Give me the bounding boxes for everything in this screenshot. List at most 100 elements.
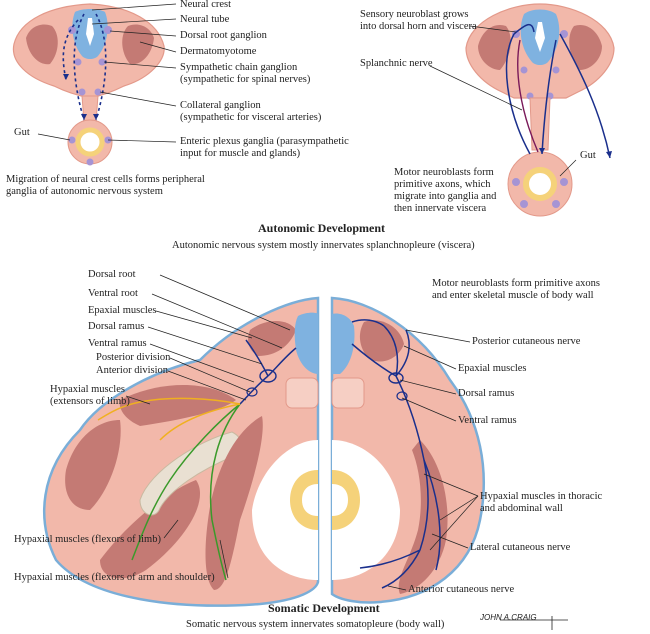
- label-hypaxial-thoracic-1: Hypaxial muscles in thoracic: [480, 491, 603, 502]
- label-neural-crest: Neural crest: [180, 0, 232, 10]
- label-hypaxial-flexors-limb: Hypaxial muscles (flexors of limb): [14, 534, 161, 545]
- label-hypaxial-extensors-1: Hypaxial muscles: [50, 384, 125, 395]
- gut-ring-left: [75, 127, 105, 157]
- ganglion: [98, 58, 106, 66]
- limb-muscle-upper: [119, 385, 236, 426]
- label-enteric-plexus: Enteric plexus ganglia (parasympathetic: [180, 136, 349, 147]
- ventral-ramus-ring: [396, 391, 408, 401]
- ganglion: [74, 58, 82, 66]
- label-hypaxial-thoracic-2: and abdominal wall: [480, 503, 563, 514]
- label-motor-axons-2: and enter skeletal muscle of body wall: [432, 290, 594, 301]
- ganglion: [520, 200, 528, 208]
- muscle-right: [569, 24, 602, 70]
- label-splanchnic-nerve: Splanchnic nerve: [360, 58, 433, 69]
- label-sympathetic-chain-ganglion: Sympathetic chain ganglion: [180, 62, 298, 73]
- label-sensory-neuroblast-1: Sensory neuroblast grows: [360, 9, 469, 20]
- ganglion: [104, 26, 112, 34]
- mesentery-right: [529, 97, 551, 151]
- arrow-heads-right: [539, 148, 612, 158]
- label-epaxial-muscles-right: Epaxial muscles: [458, 363, 527, 374]
- label-hypaxial-flexors-arm: Hypaxial muscles (flexors of arm and sho…: [14, 572, 215, 583]
- label-enteric-plexus-2: input for muscle and glands): [180, 148, 301, 159]
- ramus-ring: [246, 387, 258, 397]
- ganglion: [560, 178, 568, 186]
- label-gut-left: Gut: [14, 127, 30, 138]
- coelom-right: [332, 440, 400, 580]
- label-dermatomyotome: Dermatomyotome: [180, 46, 257, 57]
- somatic-right-half: [330, 296, 485, 604]
- label-ventral-ramus-right: Ventral ramus: [458, 415, 517, 426]
- limb-muscle-left: [65, 420, 121, 510]
- label-hypaxial-extensors-2: (extensors of limb): [50, 396, 130, 407]
- epaxial-muscle-left: [248, 321, 296, 356]
- label-collateral-ganglion: Collateral ganglion: [180, 100, 261, 111]
- label-neural-tube: Neural tube: [180, 14, 230, 25]
- leader-lines-bottom-right: [387, 329, 479, 591]
- leader-lines-bottom-left: [125, 274, 291, 579]
- ganglion: [560, 30, 568, 38]
- ganglion: [68, 26, 76, 34]
- muscle-left: [478, 24, 511, 70]
- label-dorsal-ramus-right: Dorsal ramus: [458, 388, 515, 399]
- leader-lines-top-right: [429, 25, 577, 177]
- neural-tube-somatic-right: [332, 313, 355, 374]
- caption-motor-4: then innervate viscera: [394, 203, 487, 214]
- neural-tube-somatic-left: [294, 312, 318, 374]
- label-anterior-cutaneous-nerve: Anterior cutaneous nerve: [408, 584, 515, 595]
- label-ventral-root: Ventral root: [88, 288, 138, 299]
- ganglion: [552, 200, 560, 208]
- subtitle-autonomic: Autonomic nervous system mostly innervat…: [172, 240, 475, 251]
- dorsal-root-ganglion-somatic: [259, 369, 277, 383]
- somatic-left-half: [43, 274, 320, 607]
- coelom-left: [252, 440, 318, 580]
- label-anterior-division: Anterior division: [96, 365, 169, 376]
- epaxial-muscle-right: [359, 320, 404, 362]
- label-collateral-note: (sympathetic for visceral arteries): [180, 112, 322, 123]
- caption-migration-2: ganglia of autonomic nervous system: [6, 186, 163, 197]
- label-gut-right: Gut: [580, 150, 596, 161]
- vertebra-right: [331, 377, 365, 409]
- ganglion: [78, 88, 86, 96]
- label-lateral-cutaneous-nerve: Lateral cutaneous nerve: [470, 542, 571, 553]
- neural-tube-lumen-right: [535, 22, 545, 52]
- label-sensory-neuroblast-2: into dorsal horn and viscera: [360, 21, 477, 32]
- vertebra-left: [285, 377, 319, 409]
- label-posterior-cutaneous-nerve: Posterior cutaneous nerve: [472, 336, 581, 347]
- label-ventral-ramus-left: Ventral ramus: [88, 338, 147, 349]
- splanchnic-nerve: [517, 39, 539, 153]
- caption-motor-2: primitive axons, which: [394, 179, 491, 190]
- gut-ring-right: [523, 167, 557, 201]
- somatic-right-nerves: [351, 319, 441, 589]
- label-epaxial-muscles-left: Epaxial muscles: [88, 305, 157, 316]
- somatic-left-nerves: [97, 339, 297, 581]
- arrow-heads: [63, 74, 99, 120]
- hypaxial-wall-left: [205, 416, 263, 590]
- label-posterior-division: Posterior division: [96, 352, 171, 363]
- label-motor-axons-1: Motor neuroblasts form primitive axons: [432, 278, 600, 289]
- signature-mark: [500, 616, 568, 630]
- leader-lines-top-left: [37, 3, 177, 143]
- label-dorsal-root-ganglion: Dorsal root ganglion: [180, 30, 267, 41]
- autonomic-left-section: [12, 3, 177, 166]
- caption-migration-1: Migration of neural crest cells forms pe…: [6, 174, 205, 185]
- label-dorsal-root: Dorsal root: [88, 269, 136, 280]
- gut-somatic-right-inner: [332, 484, 348, 516]
- limb-muscle-lower: [100, 480, 201, 579]
- ganglion: [86, 158, 94, 166]
- label-dorsal-ramus-left: Dorsal ramus: [88, 321, 145, 332]
- label-sympathetic-chain-note: (sympathetic for spinal nerves): [180, 74, 311, 85]
- ganglion: [68, 136, 76, 144]
- dermatomyotome-left: [26, 24, 58, 65]
- title-autonomic-development: Autonomic Development: [258, 221, 385, 235]
- ganglion: [520, 66, 528, 74]
- neural-tube-lumen: [86, 18, 94, 46]
- body-wall-left-bottom: [43, 296, 320, 607]
- nerve-paths-top-right: [505, 23, 611, 159]
- autonomic-right-section: [429, 3, 615, 217]
- ganglion: [552, 66, 560, 74]
- caption-motor-3: migrate into ganglia and: [394, 191, 497, 202]
- ganglion: [512, 178, 520, 186]
- caption-motor-1: Motor neuroblasts form: [394, 167, 494, 178]
- dermatomyotome-right: [122, 24, 154, 65]
